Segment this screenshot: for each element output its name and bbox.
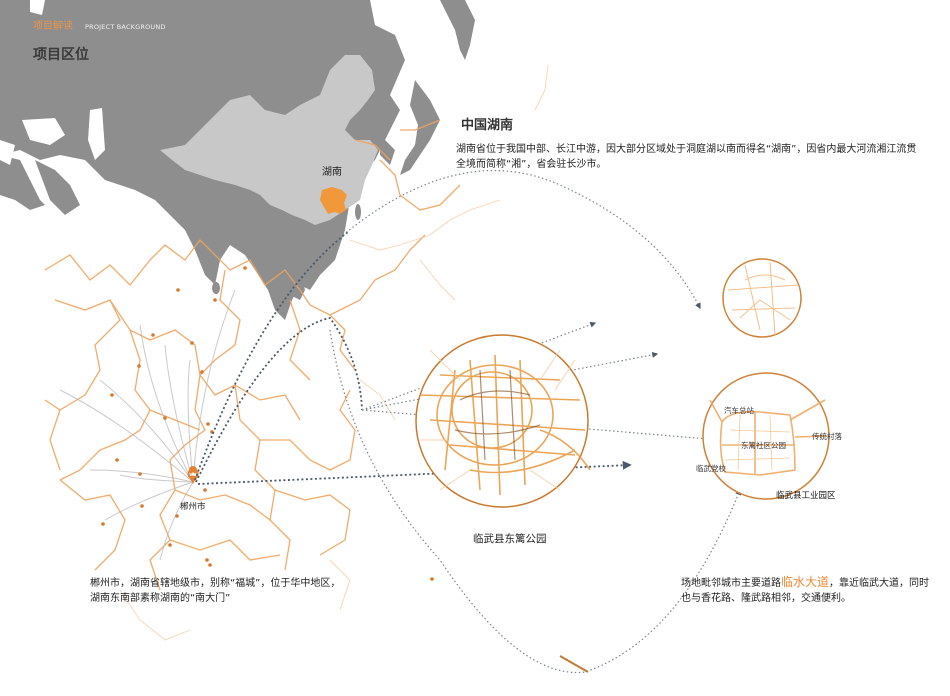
traditional-village-label: 传统村落 xyxy=(812,432,842,441)
hunan-map-label: 湖南 xyxy=(322,167,342,178)
linwu-county-circle xyxy=(415,334,591,508)
section-title-en: PROJECT BACKGROUND xyxy=(85,23,166,31)
site-desc-highlight-road: 临水大道 xyxy=(781,575,830,589)
site-desc-before: 场地毗邻城市主要道路 xyxy=(681,578,781,589)
province-borders xyxy=(44,119,461,591)
community-park-label: 东篱社区公园 xyxy=(741,441,786,450)
connection-lines xyxy=(59,289,236,561)
industrial-park-label: 临武县工业园区 xyxy=(776,491,836,501)
section-title-cn: 项目解读 xyxy=(33,21,73,32)
town-circle-small xyxy=(722,258,802,338)
site-desc-after: ，靠近临武大道，同时也与香花路、隆武路相邻，交通便利。 xyxy=(681,578,930,604)
seas xyxy=(0,0,120,210)
province-borders-faint xyxy=(119,64,549,641)
chenzhou-description: 郴州市，湖南省辖地级市，别称“福城”，位于华中地区，湖南东南部素称湖南的“南大门… xyxy=(90,578,341,604)
site-description: 场地毗邻城市主要道路临水大道，靠近临武大道，同时也与香花路、隆武路相邻，交通便利… xyxy=(681,575,931,606)
site-detail-circle xyxy=(702,372,830,500)
hunan-info-title: 中国湖南 xyxy=(461,118,514,133)
page-title: 项目区位 xyxy=(33,47,89,63)
park-circle-label: 临武县东篱公园 xyxy=(473,533,547,545)
hunan-province-highlight xyxy=(320,187,347,214)
hunan-info-description: 湖南省位于我国中部、长江中游，因大部分区域处于洞庭湖以南而得名“湖南”，因省内最… xyxy=(456,144,917,170)
chenzhou-map-label: 郴州市 xyxy=(180,502,206,512)
section-header: 项目解读 PROJECT BACKGROUND xyxy=(33,17,166,32)
bus-station-label: 汽车总站 xyxy=(724,406,754,415)
city-dots xyxy=(101,266,434,581)
china-shape xyxy=(160,55,378,225)
party-school-label: 临武党校 xyxy=(696,464,726,473)
